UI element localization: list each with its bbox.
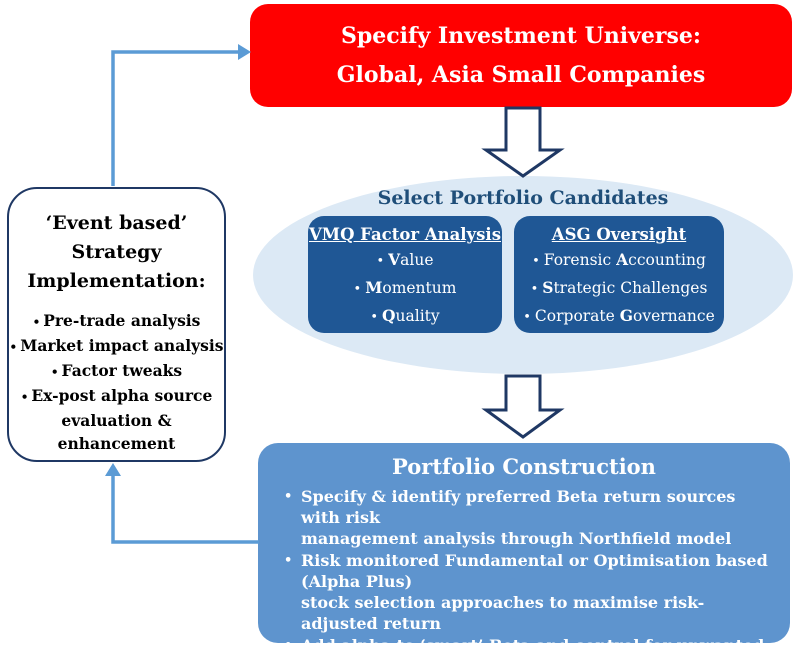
asg-bullet-list: •Forensic Accounting •Strategic Challeng… [514,247,724,331]
investment-universe-line2: Global, Asia Small Companies [336,62,706,88]
bullet-dot-icon: • [284,638,293,647]
list-item: •Forensic Accounting [532,250,706,269]
event-title-line2: Strategy [71,241,162,263]
list-item: •Risk monitored Fundamental or Optimisat… [284,551,768,633]
list-item: •Ex-post alpha source evaluation & enhan… [20,386,213,453]
bullet-dot-icon: • [32,315,41,329]
vmq-header: VMQ Factor Analysis [309,225,501,244]
event-title-line3: Implementation: [27,270,206,292]
list-item: •Corporate Governance [523,306,715,325]
investment-universe-box: Specify Investment Universe: Global, Asi… [250,4,792,107]
bullet-dot-icon: • [9,340,18,354]
portfolio-construction-box: Portfolio Construction •Specify & identi… [258,443,790,647]
list-item: •Strategic Challenges [530,278,708,297]
list-item: •Factor tweaks [50,361,183,380]
bullet-dot-icon: • [50,365,59,379]
feedback-connector-to-universe [111,44,251,186]
vmq-bullet-list: •Value •Momentum •Quality [308,247,502,331]
down-block-arrow-icon [481,106,565,178]
up-arrowhead-icon [105,463,121,476]
bullet-dot-icon: • [523,310,531,325]
feedback-connector-to-event-box [105,463,259,544]
event-based-strategy-title: ‘Event based’ Strategy Implementation: [9,209,224,296]
bullet-dot-icon: • [532,254,540,269]
list-item: •Pre-trade analysis [32,311,201,330]
event-title-line1: ‘Event based’ [45,212,188,234]
portfolio-construction-title: Portfolio Construction [392,454,656,479]
down-block-arrow-icon [481,374,565,439]
bullet-dot-icon: • [284,489,293,504]
list-item: •Market impact analysis [9,336,224,355]
bullet-dot-icon: • [20,390,29,404]
portfolio-construction-bullet-list: •Specify & identify preferred Beta retur… [284,486,776,647]
list-item: •Add alpha to ‘smart’ Beta and control f… [284,635,776,647]
portfolio-candidates-title: Select Portfolio Candidates [377,187,669,209]
bullet-dot-icon: • [370,310,379,325]
bullet-dot-icon: • [530,282,539,297]
list-item: •Momentum [353,278,457,297]
bullet-dot-icon: • [376,254,385,269]
investment-universe-line1: Specify Investment Universe: [340,23,702,49]
event-strategy-bullet-list: •Pre-trade analysis •Market impact analy… [9,309,224,455]
list-item: •Specify & identify preferred Beta retur… [284,487,736,548]
bullet-dot-icon: • [353,282,362,297]
bullet-dot-icon: • [284,553,293,568]
list-item: •Value [376,250,434,269]
vmq-factor-analysis-box: VMQ Factor Analysis •Value •Momentum •Qu… [308,216,502,333]
asg-oversight-box: ASG Oversight •Forensic Accounting •Stra… [514,216,724,333]
event-based-strategy-box: ‘Event based’ Strategy Implementation: •… [7,187,226,462]
asg-header: ASG Oversight [551,225,687,244]
list-item: •Quality [370,306,440,325]
